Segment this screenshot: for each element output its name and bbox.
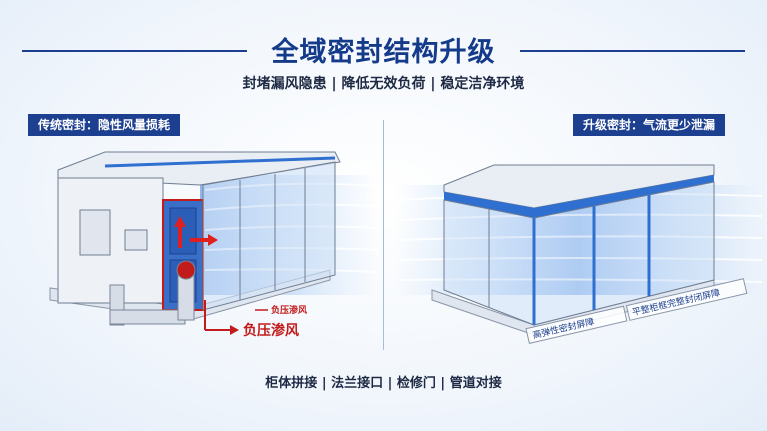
footer-caption: 柜体拼接 | 法兰接口 | 检修门 | 管道对接 — [265, 376, 502, 391]
page-title: 全域密封结构升级 — [271, 37, 496, 68]
title-row: 全域密封结构升级 — [0, 28, 767, 68]
control-box — [124, 229, 148, 251]
leak-label-large: 负压渗风 — [243, 322, 299, 339]
leak-label-small: 负压渗风 — [271, 304, 307, 316]
title-rule-left — [22, 50, 247, 52]
panel-divider — [383, 120, 384, 350]
glass-section — [202, 161, 336, 311]
pipe-assembly — [109, 260, 196, 326]
upgraded-ahu-illustration: 高弹性密封屏障 平整柜框完整封闭屏障 — [394, 164, 764, 344]
traditional-ahu-illustration: 负压渗风 负压渗风 — [49, 151, 380, 339]
traditional-seal-tag: 传统密封：隐性风量损耗 — [28, 114, 181, 136]
top-seal-strip — [444, 175, 714, 218]
title-rule-right — [520, 50, 745, 52]
page-subtitle: 封堵漏风隐患 | 降低无效负荷 | 稳定洁净环境 — [242, 76, 525, 92]
upgraded-seal-tag: 升级密封：气流更少泄漏 — [573, 114, 726, 136]
